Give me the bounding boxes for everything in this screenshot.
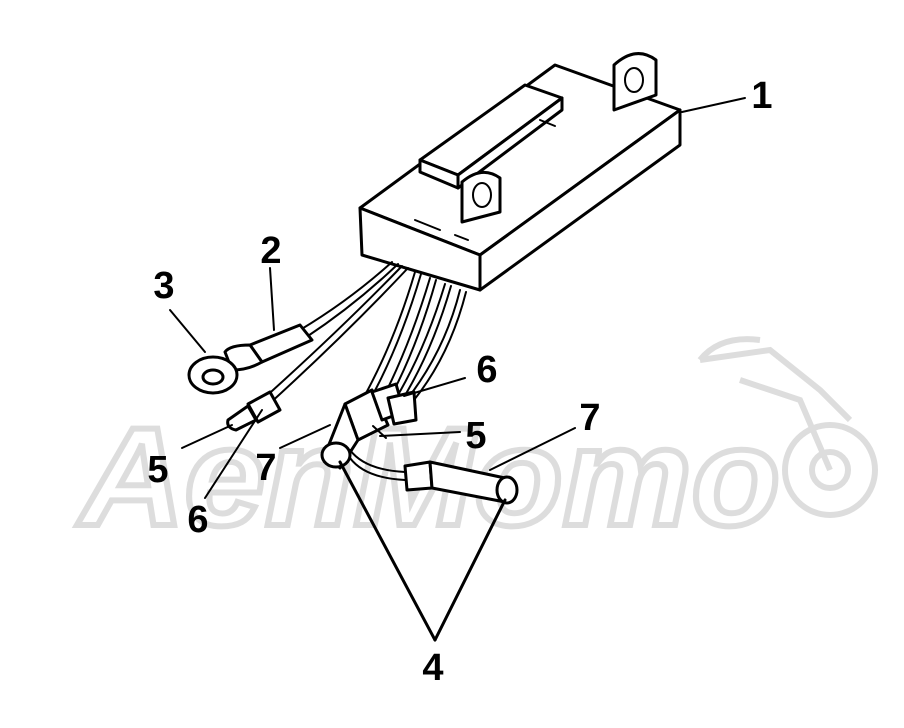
center-connectors xyxy=(320,382,418,470)
callout-7-right: 7 xyxy=(579,397,601,439)
ring-terminal xyxy=(187,323,314,395)
leader-lines xyxy=(169,97,746,642)
sleeve-connector-right xyxy=(349,449,519,505)
module-box xyxy=(358,52,682,292)
wire-harness xyxy=(261,261,467,406)
callout-6-center: 6 xyxy=(476,349,498,391)
callout-3: 3 xyxy=(153,265,175,307)
callout-1: 1 xyxy=(751,75,773,117)
callout-4: 4 xyxy=(422,647,444,689)
motorcycle-watermark-icon xyxy=(697,336,878,518)
callout-5-center: 5 xyxy=(465,415,487,457)
bullet-connector-left xyxy=(226,390,282,432)
callout-7-center: 7 xyxy=(255,447,277,489)
callout-5-left: 5 xyxy=(147,449,169,491)
callout-6-left: 6 xyxy=(187,499,209,541)
callout-2: 2 xyxy=(260,230,282,272)
